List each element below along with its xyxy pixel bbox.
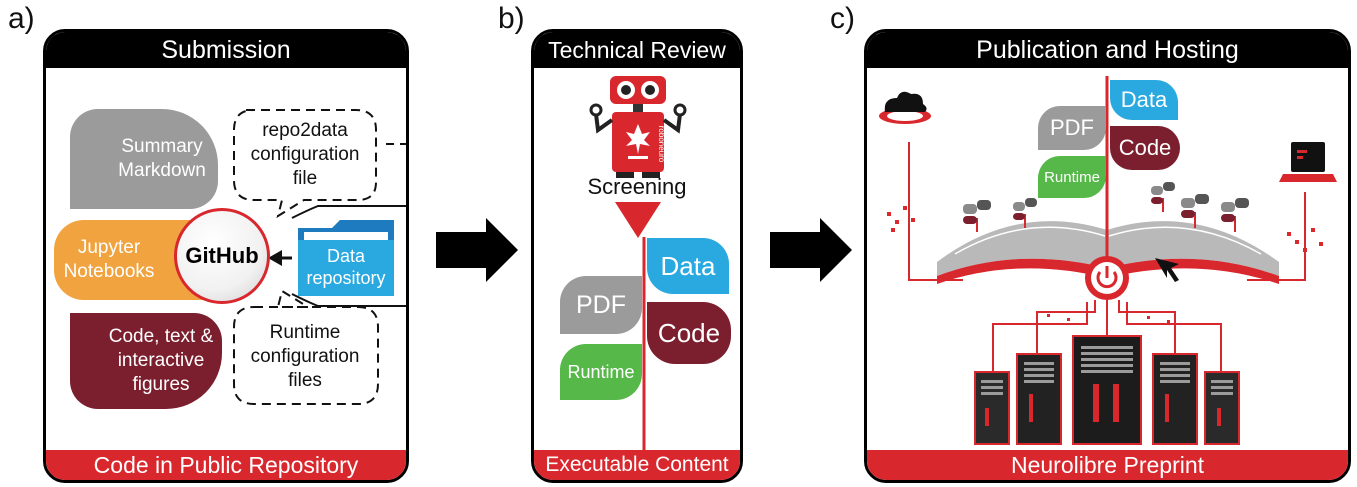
code-figures-blob: Code, text & interactive figures [70, 313, 222, 409]
summary-markdown-label: Summary Markdown [118, 136, 206, 181]
leaf-pdf: PDF [560, 276, 642, 334]
leaf-data: Data [1110, 80, 1178, 120]
leaf-code-label: Code [657, 317, 721, 348]
leaf-runtime: Runtime [560, 344, 642, 400]
leaf-runtime: Runtime [1038, 156, 1106, 198]
panel-label-b: b) [498, 2, 525, 35]
leaf-code-label: Code [1118, 135, 1172, 160]
runtime-config-label: Runtime configuration files [250, 322, 360, 391]
panel-footer-publication-hosting: Neurolibre Preprint [867, 450, 1348, 480]
power-icon [1085, 256, 1129, 300]
screening-triangle [615, 202, 661, 238]
folder-icon: Data repository [296, 218, 396, 298]
panel-title-technical-review: Technical Review [534, 32, 740, 68]
github-label: GitHub [185, 243, 259, 268]
panel-label-c: c) [830, 2, 855, 35]
summary-markdown-blob: Summary Markdown [70, 109, 218, 209]
leaf-data: Data [647, 238, 729, 294]
cloud-icon [879, 91, 931, 124]
robot-text: roboneuro [657, 126, 666, 163]
leaf-runtime-label: Runtime [567, 361, 635, 382]
mini-plant-icon [1151, 182, 1249, 232]
leaf-data-label: Data [1120, 87, 1168, 112]
panel-title-submission: Submission [46, 32, 406, 68]
leaf-code: Code [1110, 126, 1180, 170]
leaf-runtime-label: Runtime [1044, 168, 1100, 186]
leaf-code: Code [647, 302, 731, 364]
leaf-pdf-label: PDF [1050, 115, 1094, 140]
mini-plant-icon [963, 198, 1037, 232]
laptop-icon [1279, 142, 1337, 182]
jupyter-notebooks-label: Jupyter Notebooks [63, 237, 155, 282]
panel-footer-technical-review: Executable Content [534, 450, 740, 480]
data-repository-label: Data repository [306, 246, 386, 288]
panel-technical-review: Technical Review roboneuro Screening Dat… [531, 29, 743, 483]
panel-publication-hosting: Publication and Hosting [864, 29, 1351, 483]
panel-submission: Submission Summary Markdown Jupyter Note… [43, 29, 409, 483]
hosting-scene [879, 76, 1337, 445]
panel-title-publication-hosting: Publication and Hosting [867, 32, 1348, 68]
content-tree [642, 237, 646, 450]
repo2data-label: repo2data configuration file [250, 120, 360, 189]
arrow-icon [770, 218, 852, 282]
code-figures-label: Code, text & interactive figures [108, 326, 214, 395]
panel-label-a: a) [8, 2, 35, 35]
leaf-data-label: Data [660, 250, 716, 281]
robot-icon: roboneuro [589, 76, 687, 178]
leaf-pdf-label: PDF [576, 290, 626, 319]
submission-connectors [233, 109, 406, 405]
panel-footer-submission: Code in Public Repository [46, 450, 406, 480]
leaf-pdf: PDF [1038, 106, 1106, 150]
cursor-icon [1155, 258, 1179, 282]
arrow-icon [436, 218, 518, 282]
screening-label: Screening [587, 174, 687, 199]
github-circle: GitHub [174, 208, 270, 304]
server-icon [974, 335, 1240, 445]
